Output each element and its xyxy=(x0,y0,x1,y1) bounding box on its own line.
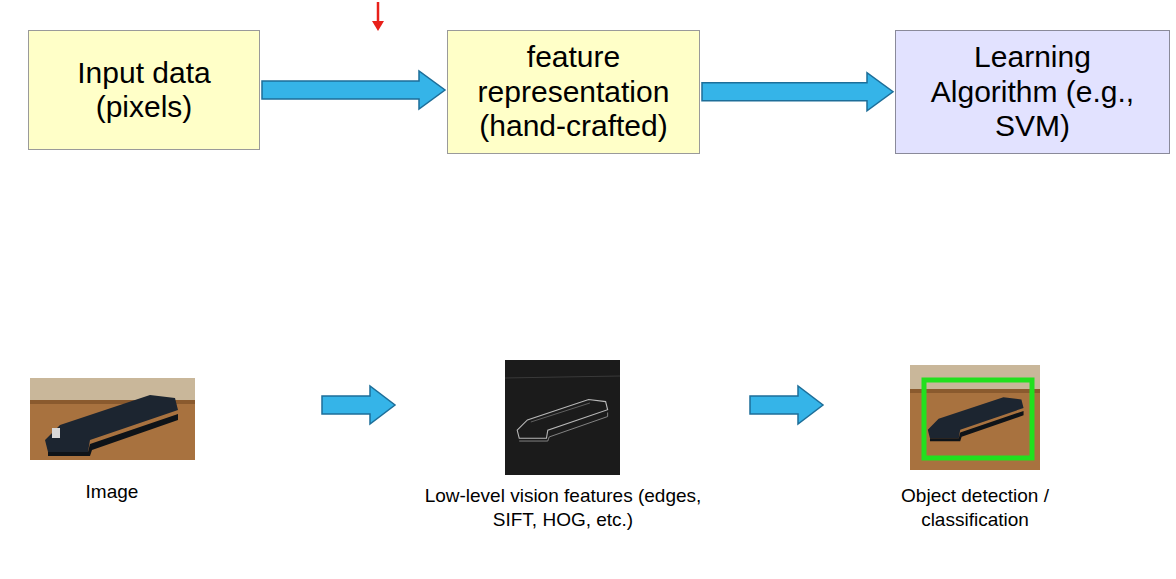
image-caption: Low-level vision features (edges, SIFT, … xyxy=(423,484,703,532)
image-caption: Image xyxy=(32,480,192,504)
edge-map-image xyxy=(505,360,620,475)
block-arrow xyxy=(262,71,445,109)
block-arrow xyxy=(702,73,893,111)
image-caption: Object detection / classification xyxy=(865,484,1085,532)
process-box: feature representation (hand-crafted) xyxy=(447,30,700,154)
process-box: Learning Algorithm (e.g., SVM) xyxy=(895,30,1170,154)
box-text: feature representation (hand-crafted) xyxy=(460,40,687,144)
flow-arrow xyxy=(322,386,395,424)
stapler-photo xyxy=(30,378,195,460)
red-pointer-arrow xyxy=(372,2,384,31)
box-text: Learning Algorithm (e.g., SVM) xyxy=(916,40,1149,144)
detection-photo xyxy=(910,365,1040,470)
flow-arrow xyxy=(750,386,823,424)
box-text: Input data (pixels) xyxy=(43,56,245,125)
process-box: Input data (pixels) xyxy=(28,30,260,150)
